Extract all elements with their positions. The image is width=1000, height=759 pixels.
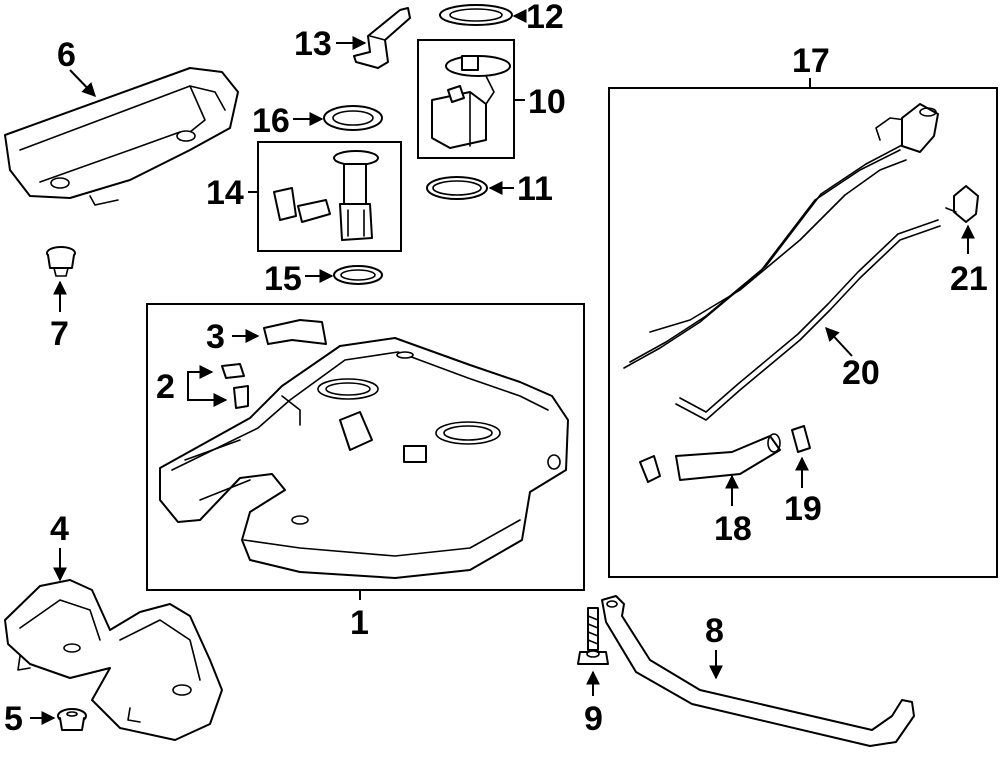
callout-8: 8 (705, 612, 724, 680)
callout-5: 5 (4, 700, 56, 738)
part-3-pad[interactable] (263, 319, 327, 345)
svg-text:11: 11 (517, 170, 553, 208)
svg-text:20: 20 (842, 354, 880, 392)
callout-10: 10 (514, 83, 566, 121)
svg-text:4: 4 (50, 510, 69, 548)
callout-20: 20 (825, 326, 880, 392)
callout-6: 6 (57, 36, 96, 98)
part-2-clips[interactable] (221, 363, 249, 409)
svg-text:9: 9 (584, 700, 603, 738)
part-21-valve[interactable] (945, 185, 979, 223)
part-10-fuel-pump-box[interactable] (417, 39, 515, 159)
part-15-gasket[interactable] (333, 265, 383, 285)
part-7-plug[interactable] (46, 246, 76, 277)
svg-text:21: 21 (950, 260, 988, 298)
svg-text:8: 8 (705, 612, 724, 650)
svg-text:19: 19 (784, 490, 822, 528)
part-19-clamps[interactable] (639, 425, 811, 483)
part-14-sender-box[interactable] (257, 141, 402, 252)
callout-16: 16 (252, 102, 324, 140)
part-17-filler-box[interactable] (608, 87, 998, 578)
callout-7: 7 (50, 280, 69, 353)
svg-text:5: 5 (4, 700, 23, 738)
svg-text:6: 6 (57, 36, 76, 74)
callout-13: 13 (294, 25, 367, 63)
callout-9: 9 (584, 670, 603, 738)
part-12-lock-ring[interactable] (439, 4, 513, 26)
svg-text:3: 3 (206, 318, 225, 356)
part-11-o-ring[interactable] (426, 176, 488, 200)
svg-text:10: 10 (528, 83, 566, 121)
part-6-heat-shield[interactable] (4, 67, 239, 206)
part-20-vent-tube[interactable] (675, 219, 941, 421)
callout-19: 19 (784, 456, 822, 528)
callout-14: 14 (206, 174, 258, 212)
callout-21: 21 (950, 224, 988, 298)
callout-3: 3 (206, 318, 260, 356)
part-16-seal[interactable] (323, 105, 383, 131)
callout-18: 18 (714, 474, 752, 548)
svg-text:13: 13 (294, 25, 332, 63)
part-13-bracket[interactable] (353, 7, 411, 69)
svg-text:1: 1 (350, 604, 369, 642)
part-9-bolt[interactable] (577, 607, 609, 665)
callout-15: 15 (264, 260, 334, 298)
callout-11: 11 (488, 170, 553, 208)
callout-12: 12 (512, 0, 564, 36)
svg-text:2: 2 (156, 368, 175, 406)
callout-1: 1 (350, 590, 369, 642)
part-4-lower-shield[interactable] (4, 579, 223, 741)
svg-text:17: 17 (792, 42, 830, 80)
callout-4: 4 (50, 510, 69, 582)
svg-text:14: 14 (206, 174, 244, 212)
callout-17: 17 (792, 42, 830, 88)
svg-text:7: 7 (50, 315, 69, 353)
callout-2: 2 (156, 365, 228, 407)
svg-text:15: 15 (264, 260, 302, 298)
part-5-nut[interactable] (57, 708, 87, 731)
svg-text:16: 16 (252, 102, 290, 140)
svg-text:18: 18 (714, 510, 752, 548)
svg-text:12: 12 (526, 0, 564, 36)
part-1-fuel-tank-box[interactable] (146, 303, 585, 591)
part-17-filler-pipe[interactable] (623, 103, 939, 369)
part-8-strap[interactable] (601, 595, 915, 747)
part-18-hose[interactable] (675, 433, 781, 481)
